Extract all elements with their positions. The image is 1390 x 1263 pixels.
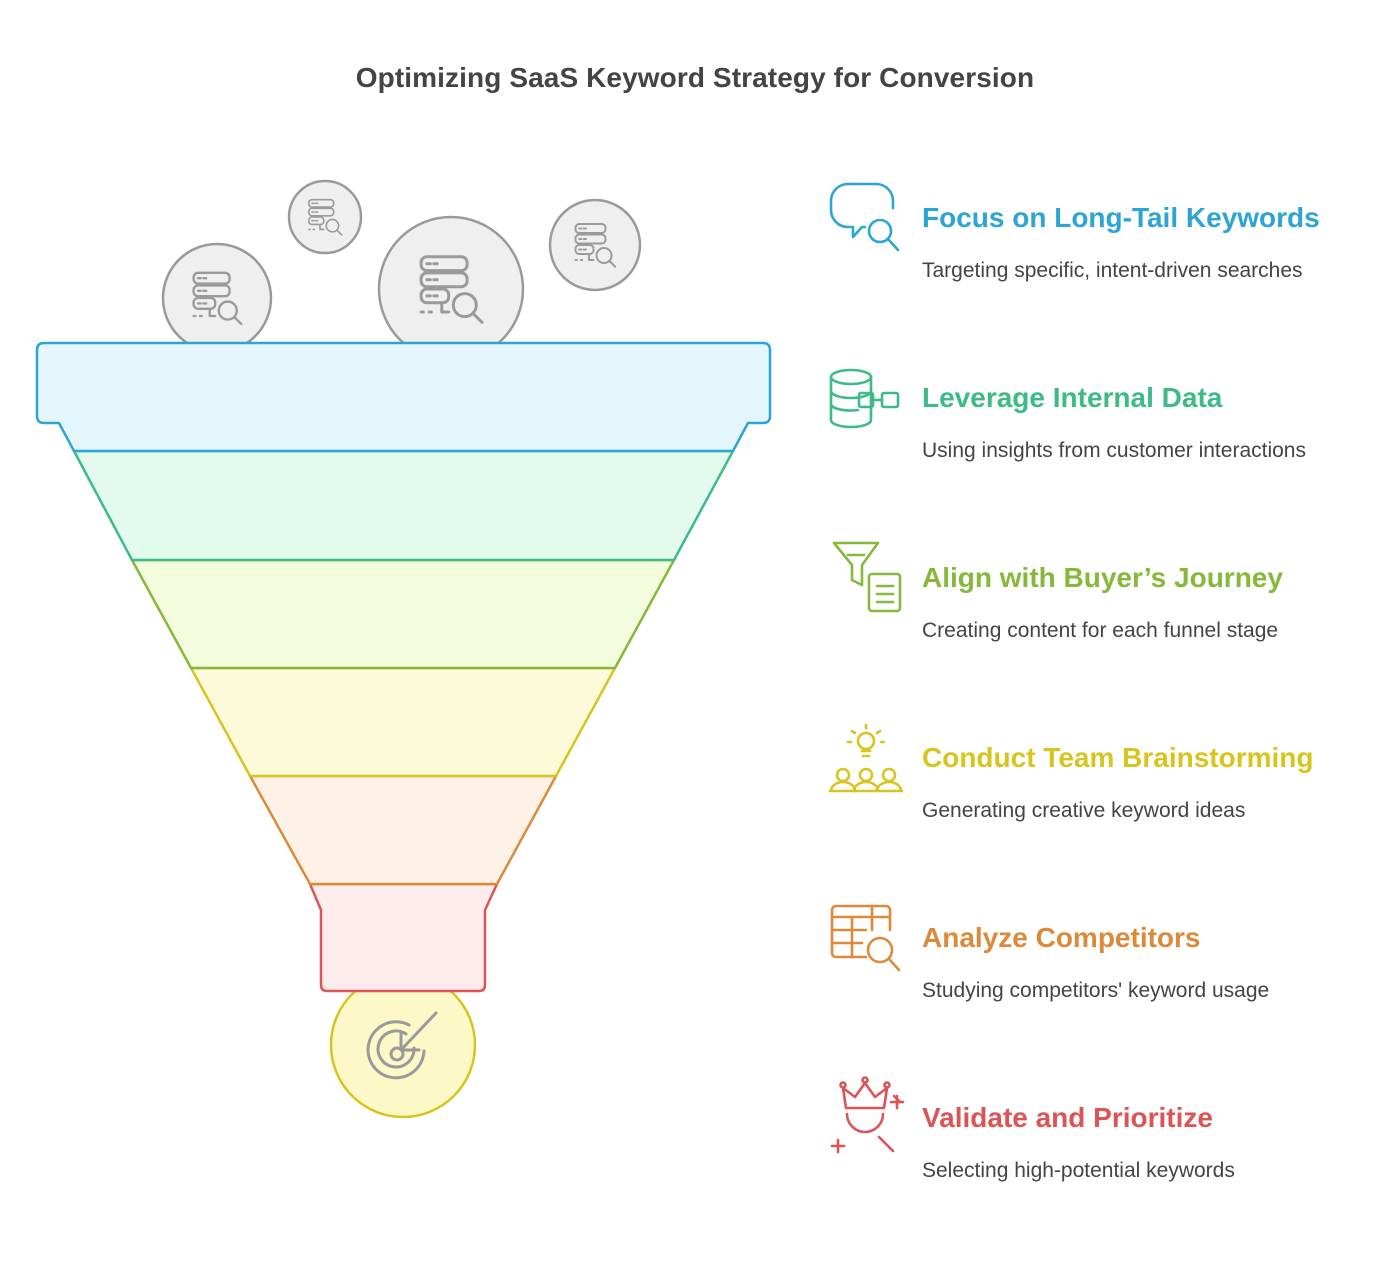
bubble-server-search-icon	[377, 215, 525, 363]
funnel-layer-brainstorming	[189, 666, 617, 778]
funnel-layer-validate	[308, 882, 499, 993]
target-bubble	[329, 971, 477, 1119]
stage-title-competitors: Analyze Competitors	[922, 922, 1201, 953]
stage-description-internal-data: Using insights from customer interaction…	[922, 439, 1306, 462]
stage-description-competitors: Studying competitors' keyword usage	[922, 979, 1270, 1002]
stage-title-brainstorming: Conduct Team Brainstorming	[922, 742, 1314, 773]
bubble-server-search-icon	[548, 198, 642, 292]
bubble-server-search-icon	[287, 179, 363, 255]
database-link-icon	[829, 368, 900, 429]
funnel-layer-competitors	[248, 774, 558, 886]
stage-title-long-tail: Focus on Long-Tail Keywords	[922, 202, 1320, 233]
stage-description-brainstorming: Generating creative keyword ideas	[922, 799, 1246, 822]
chat-search-icon	[829, 182, 900, 252]
crown-search-icon	[830, 1076, 905, 1154]
stage-description-long-tail: Targeting specific, intent-driven search…	[922, 259, 1303, 282]
stage-description-validate: Selecting high-potential keywords	[922, 1159, 1235, 1182]
team-idea-icon	[828, 723, 904, 793]
funnel-document-icon	[832, 541, 902, 613]
stage-title-validate: Validate and Prioritize	[922, 1102, 1213, 1133]
funnel-layer-buyers-journey	[130, 558, 676, 670]
table-search-icon	[830, 904, 901, 972]
target-arrow-icon	[366, 1011, 438, 1080]
stage-description-buyers-journey: Creating content for each funnel stage	[922, 619, 1279, 642]
funnel-layer-long-tail	[35, 341, 772, 453]
funnel-layer-internal-data	[72, 449, 735, 562]
stage-title-internal-data: Leverage Internal Data	[922, 382, 1223, 413]
page-title: Optimizing SaaS Keyword Strategy for Con…	[355, 62, 1035, 93]
stage-title-buyers-journey: Align with Buyer’s Journey	[922, 562, 1283, 593]
bubble-server-search-icon	[161, 242, 273, 354]
